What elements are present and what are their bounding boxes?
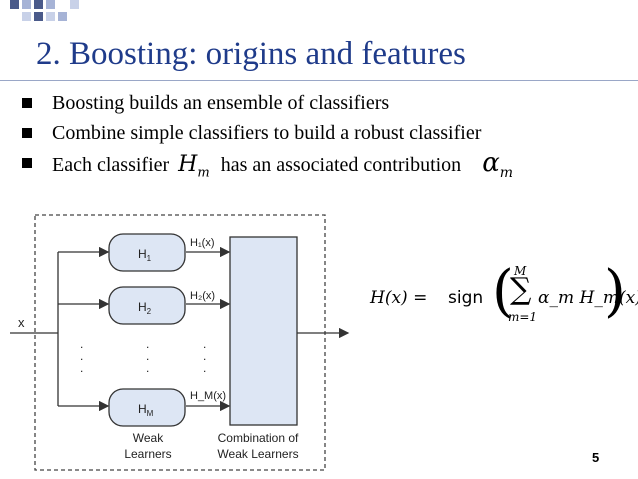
ellipsis-dot: . [146,349,149,363]
formula-open-paren: ( [492,259,514,324]
combination-label: Combination of [218,431,299,445]
square-bullet-icon [22,98,32,108]
bullet-text: Boosting builds an ensemble of classifie… [52,92,390,114]
ellipsis-dot: . [203,361,206,375]
bullet-list: Boosting builds an ensemble of classifie… [20,88,514,182]
weak-learners-label: Learners [124,447,171,461]
input-label: x [18,315,25,330]
learner-label: HM [138,402,154,418]
formula-sum-symbol: ∑ [510,272,532,307]
boosting-formula: H(x) = sign ( M ∑ m=1 α_m H_m(x) ) [370,250,638,330]
formula-sum-upper: M [514,264,527,278]
learner-label: H2 [138,300,152,316]
formula-close-paren: ) [604,259,626,324]
formula-rhs: α_m H_m(x) [538,288,638,308]
formula-sign: sign [448,288,484,308]
output-label: H_M(x) [190,390,226,402]
output-label: H₂(x) [190,290,215,302]
bullet-text: Combine simple classifiers to build a ro… [52,122,482,144]
weak-learner-box [108,388,186,427]
learner-label: H1 [138,247,152,263]
bullet-item: Boosting builds an ensemble of classifie… [20,88,513,118]
bullet-item: Each classifier Hm has an associated con… [20,148,514,182]
combination-label: Weak Learners [217,447,298,461]
ellipsis-dot: . [203,337,206,351]
weak-learners-label: Weak [133,431,164,445]
weak-learner-box [108,233,186,272]
title-divider [0,80,638,81]
bullet-text: Each classifier [52,154,170,176]
alpha-symbol: αm [482,148,514,182]
boosting-diagram: x H1 H2 HM H₁(x) H₂(x) H_M(x) . . . . . … [10,214,350,471]
bullet-text: has an associated contribution [220,154,462,176]
output-label: H₁(x) [190,237,214,249]
slide-title: 2. Boosting: origins and features [36,36,466,72]
bullet-item: Combine simple classifiers to build a ro… [20,118,513,148]
ellipsis-dot: . [80,349,83,363]
combination-box [229,236,298,426]
ellipsis-dot: . [146,361,149,375]
title-decoration [10,0,79,21]
page-number: 5 [592,450,600,465]
ellipsis-dot: . [203,349,206,363]
square-bullet-icon [22,158,32,168]
ellipsis-dot: . [80,337,83,351]
formula-lhs: H(x) = [370,288,428,308]
ellipsis-dot: . [146,337,149,351]
diagram-frame [34,214,326,471]
classifier-symbol: Hm [178,152,210,181]
square-bullet-icon [22,128,32,138]
ellipsis-dot: . [80,361,83,375]
weak-learner-box [108,286,186,325]
formula-sum-lower: m=1 [508,310,538,324]
